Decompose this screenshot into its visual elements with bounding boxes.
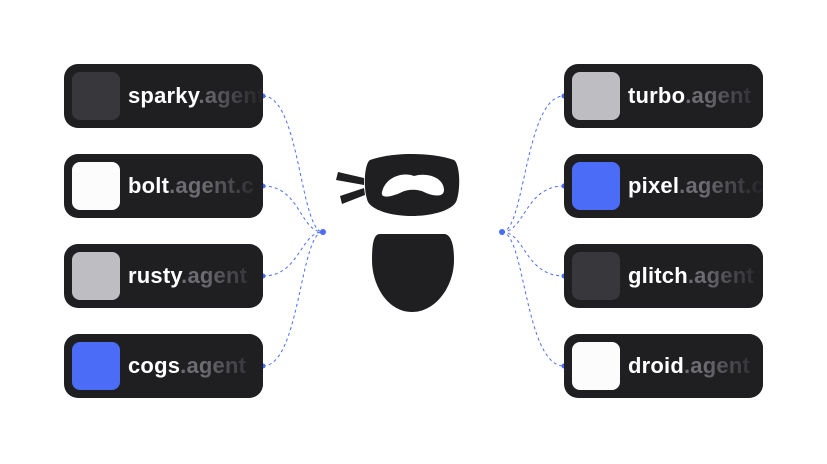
agent-card-sparky[interactable]: sparky.agent	[64, 64, 263, 128]
connector-turbo	[501, 95, 565, 233]
connector-cogs	[262, 231, 324, 367]
agent-avatar	[72, 342, 120, 390]
agent-avatar	[72, 162, 120, 210]
agent-avatar	[572, 252, 620, 300]
connector-sparky	[262, 95, 324, 233]
agent-avatar	[572, 162, 620, 210]
agent-avatar	[72, 72, 120, 120]
agent-address: rusty.agent	[128, 263, 248, 288]
agent-address: pixel.agent.c	[628, 173, 763, 198]
agent-address: glitch.agent	[628, 263, 754, 288]
agent-address: cogs.agent	[128, 353, 247, 378]
agent-card-cogs[interactable]: cogs.agent	[64, 334, 263, 398]
right-hub-dot	[499, 229, 505, 235]
agent-avatar	[572, 72, 620, 120]
agent-card-turbo[interactable]: turbo.agent	[564, 64, 763, 128]
agent-avatar	[572, 342, 620, 390]
agent-card-bolt[interactable]: bolt.agent.c	[64, 154, 263, 218]
agent-card-glitch[interactable]: glitch.agent	[564, 244, 763, 308]
agent-avatar	[72, 252, 120, 300]
connector-glitch	[501, 231, 565, 277]
connector-droid	[501, 231, 565, 367]
agent-card-pixel[interactable]: pixel.agent.c	[564, 154, 763, 218]
connector-rusty	[262, 231, 324, 277]
agent-card-droid[interactable]: droid.agent	[564, 334, 763, 398]
connector-pixel	[501, 185, 565, 233]
agent-card-rusty[interactable]: rusty.agent	[64, 244, 263, 308]
agent-address: sparky.agent	[128, 83, 263, 108]
left-hub-dot	[320, 229, 326, 235]
ninja-mask-icon	[336, 154, 460, 312]
agent-address: bolt.agent.c	[128, 173, 254, 198]
agent-address: droid.agent	[628, 353, 750, 378]
connector-bolt	[262, 185, 324, 233]
agent-address: turbo.agent	[628, 83, 752, 108]
